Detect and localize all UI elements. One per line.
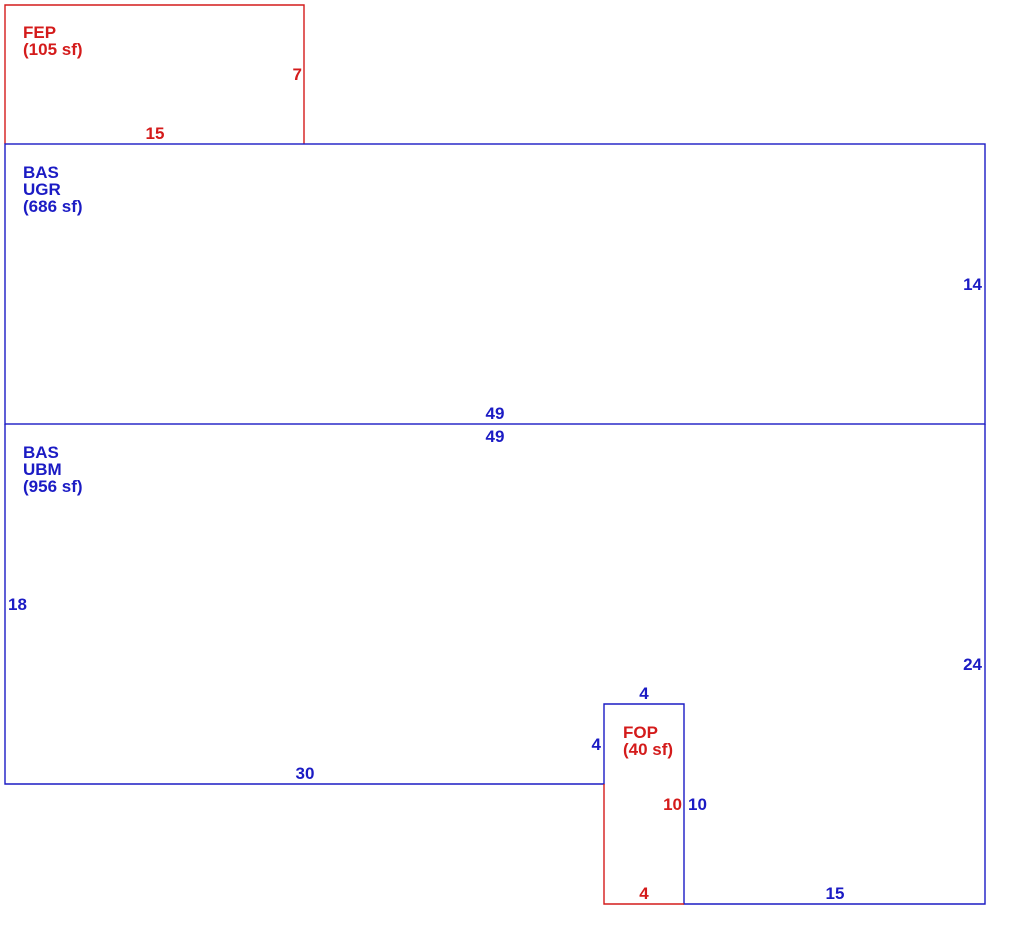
ubm-code1-label: BAS — [23, 443, 59, 462]
ubm-area-label: (956 sf) — [23, 477, 83, 496]
dim-ubm-top: 49 — [486, 427, 505, 446]
fep-area-label: (105 sf) — [23, 40, 83, 59]
dim-fep-bottom: 15 — [146, 124, 165, 143]
dim-fep-right: 7 — [293, 65, 302, 84]
bas-ugr-outline — [4, 143, 986, 425]
ugr-area-label: (686 sf) — [23, 197, 83, 216]
fop-outline — [603, 784, 684, 905]
ugr-code1-label: BAS — [23, 163, 59, 182]
fop-area-label: (40 sf) — [623, 740, 673, 759]
dim-ubm-bottom-left: 30 — [296, 764, 315, 783]
dim-notch-right: 10 — [688, 795, 707, 814]
dim-fop-right: 10 — [663, 795, 682, 814]
ubm-code2-label: UBM — [23, 460, 62, 479]
dim-ugr-right: 14 — [963, 275, 982, 294]
dim-ugr-bottom: 49 — [486, 404, 505, 423]
ugr-code2-label: UGR — [23, 180, 61, 199]
dim-ubm-bottom-right: 15 — [826, 884, 845, 903]
fop-code-label: FOP — [623, 723, 658, 742]
fep-outline — [4, 4, 305, 144]
dim-ubm-left: 18 — [8, 595, 27, 614]
dim-fop-bottom: 4 — [639, 884, 649, 903]
dim-ubm-right: 24 — [963, 655, 982, 674]
fep-code-label: FEP — [23, 23, 56, 42]
dim-notch-top: 4 — [639, 684, 649, 703]
dim-notch-left: 4 — [592, 735, 602, 754]
bas-ubm-outline — [4, 424, 986, 905]
